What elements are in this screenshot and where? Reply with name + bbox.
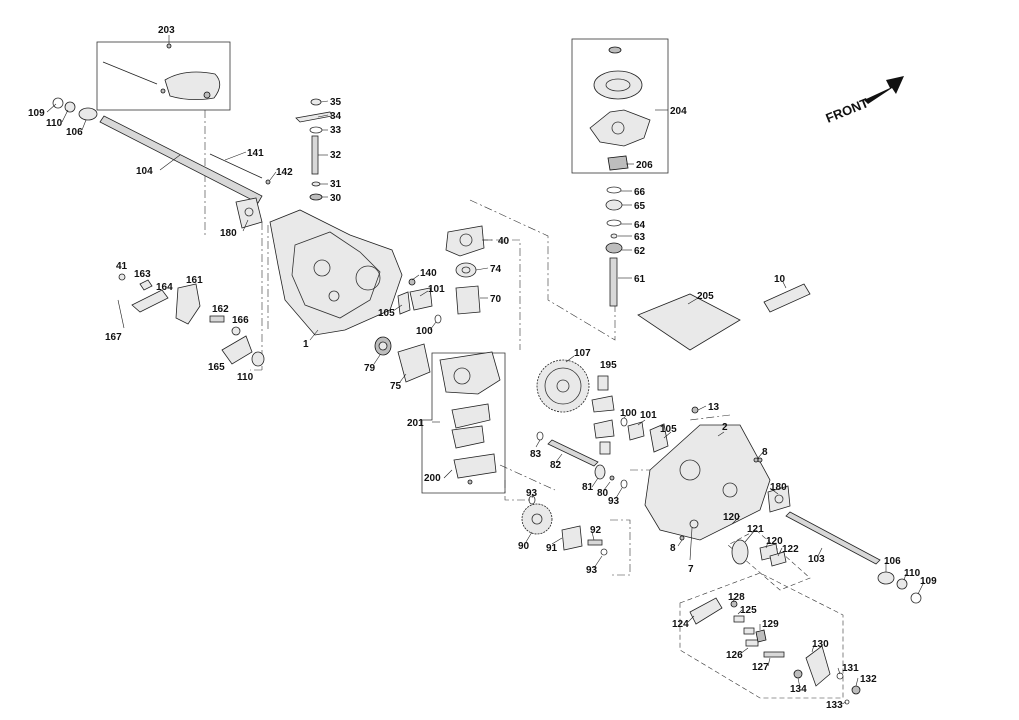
callout-103: 103 <box>808 554 825 565</box>
callout-120-lower: 120 <box>766 536 783 547</box>
callout-66: 66 <box>634 187 646 198</box>
callout-129: 129 <box>762 619 779 630</box>
callout-130: 130 <box>812 639 829 650</box>
callout-10: 10 <box>774 274 786 285</box>
callout-200: 200 <box>424 473 441 484</box>
callout-134: 134 <box>790 684 807 695</box>
callout-106: 106 <box>66 127 83 138</box>
callout-2: 2 <box>722 422 728 433</box>
callout-164: 164 <box>156 282 173 293</box>
callout-74: 74 <box>490 264 502 275</box>
callout-1: 1 <box>303 339 309 350</box>
callout-92: 92 <box>590 525 602 536</box>
callout-100: 100 <box>416 326 433 337</box>
leader-lines <box>46 35 925 705</box>
callout-133: 133 <box>826 700 843 711</box>
callout-106-right: 106 <box>884 556 901 567</box>
callout-165: 165 <box>208 362 225 373</box>
callout-32: 32 <box>330 150 342 161</box>
callout-34: 34 <box>330 111 342 122</box>
front-arrow-icon <box>864 76 904 104</box>
callout-90: 90 <box>518 541 530 552</box>
callout-64: 64 <box>634 220 646 231</box>
callout-121: 121 <box>747 524 764 535</box>
callout-180: 180 <box>220 228 237 239</box>
callout-13: 13 <box>708 402 720 413</box>
callout-127: 127 <box>752 662 769 673</box>
callout-167: 167 <box>105 332 122 343</box>
callout-206: 206 <box>636 160 653 171</box>
callout-132: 132 <box>860 674 877 685</box>
callout-70: 70 <box>490 294 502 305</box>
callout-110-lower: 110 <box>237 372 254 383</box>
callout-101: 101 <box>428 284 445 295</box>
callout-166: 166 <box>232 315 249 326</box>
callout-128: 128 <box>728 592 745 603</box>
callout-63: 63 <box>634 232 646 243</box>
callout-110-right: 110 <box>904 568 921 579</box>
callout-101-right: 101 <box>640 410 657 421</box>
callout-131: 131 <box>842 663 859 674</box>
callout-141: 141 <box>247 148 264 159</box>
callout-8-lower: 8 <box>670 543 676 554</box>
callout-62: 62 <box>634 246 646 257</box>
callout-122: 122 <box>782 544 799 555</box>
callout-162: 162 <box>212 304 229 315</box>
callout-83: 83 <box>530 449 542 460</box>
callout-161: 161 <box>186 275 203 286</box>
callout-180-right: 180 <box>770 482 787 493</box>
callout-104: 104 <box>136 166 153 177</box>
callout-124: 124 <box>672 619 689 630</box>
housing-left <box>269 209 403 336</box>
callout-201: 201 <box>407 418 424 429</box>
callout-91: 91 <box>546 543 558 554</box>
callout-204: 204 <box>670 106 687 117</box>
assembly-box-204 <box>571 38 669 174</box>
callout-100-right: 100 <box>620 408 637 419</box>
callout-195: 195 <box>600 360 617 371</box>
assembly-box-203 <box>96 41 231 111</box>
callout-7: 7 <box>688 564 694 575</box>
assembly-box-120 <box>727 529 811 591</box>
callout-93-upper: 93 <box>526 488 538 499</box>
callout-labels: 203 109 110 106 104 141 142 35 34 33 32 … <box>28 25 937 711</box>
front-label: FRONT <box>824 95 871 126</box>
assembly-box-201 <box>421 352 506 494</box>
callout-30: 30 <box>330 193 342 204</box>
callout-81: 81 <box>582 482 594 493</box>
callout-142: 142 <box>276 167 293 178</box>
callout-41: 41 <box>116 261 128 272</box>
callout-140: 140 <box>420 268 437 279</box>
callout-8: 8 <box>762 447 768 458</box>
callout-126: 126 <box>726 650 743 661</box>
housing-right <box>644 424 771 541</box>
callout-109-right: 109 <box>920 576 937 587</box>
callout-65: 65 <box>634 201 646 212</box>
callout-105-right: 105 <box>660 424 677 435</box>
callout-40: 40 <box>498 236 510 247</box>
callout-163: 163 <box>134 269 151 280</box>
callout-35: 35 <box>330 97 342 108</box>
callout-120: 120 <box>723 512 740 523</box>
callout-61: 61 <box>634 274 646 285</box>
callout-203: 203 <box>158 25 175 36</box>
callout-105: 105 <box>378 308 395 319</box>
callout-110: 110 <box>46 118 63 129</box>
callout-109: 109 <box>28 108 45 119</box>
callout-33: 33 <box>330 125 342 136</box>
callout-79: 79 <box>364 363 376 374</box>
callout-31: 31 <box>330 179 342 190</box>
callout-107: 107 <box>574 348 591 359</box>
callout-93-lower: 93 <box>586 565 598 576</box>
callout-75: 75 <box>390 381 402 392</box>
callout-82: 82 <box>550 460 562 471</box>
callout-80: 80 <box>597 488 609 499</box>
callout-205: 205 <box>697 291 714 302</box>
callout-125: 125 <box>740 605 757 616</box>
callout-93: 93 <box>608 496 620 507</box>
